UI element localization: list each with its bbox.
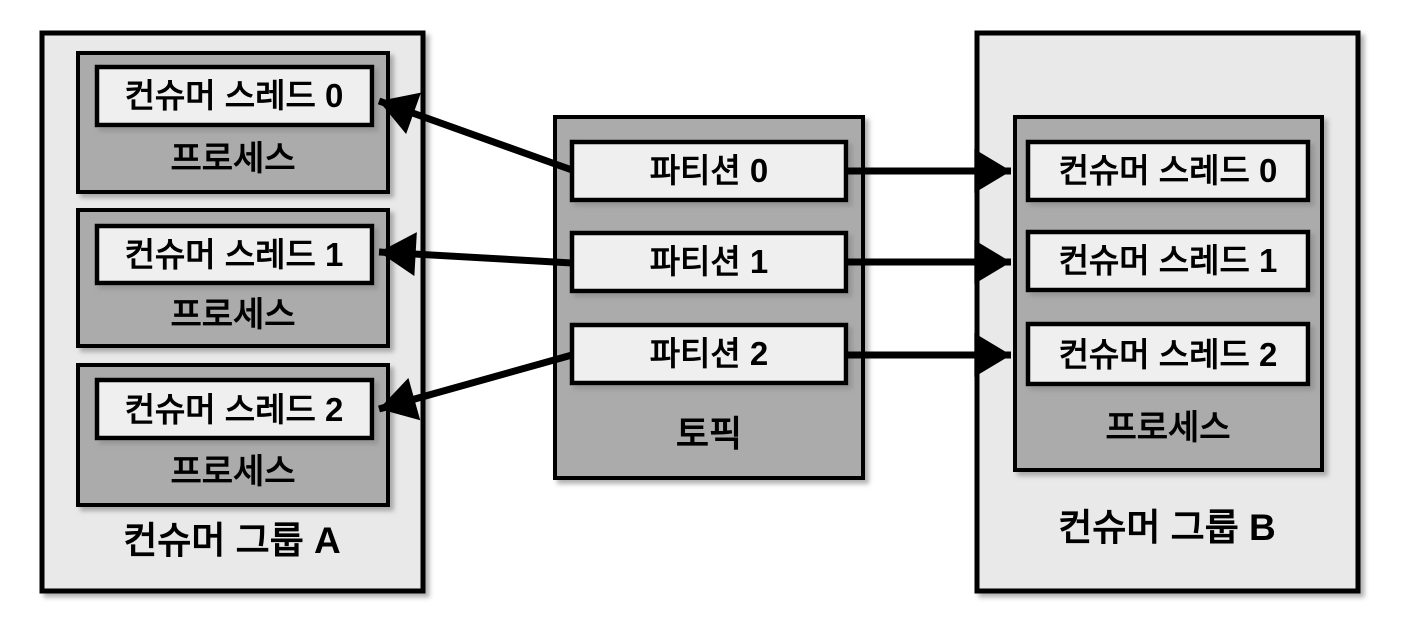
group-a-process-1-label: 프로세스 — [170, 296, 295, 334]
group-a-consumer-thread-1-box — [94, 223, 375, 286]
group-b-consumer-thread-2-box — [1025, 321, 1311, 387]
group-b-process-label: 프로세스 — [1105, 409, 1230, 447]
arrow-partition1-to-groupA-thread1 — [378, 232, 573, 277]
group-b-consumer-thread-1-box — [1025, 229, 1311, 293]
partition-0-label: 파티션 0 — [650, 152, 769, 189]
group-b-consumer-thread-0-label: 컨슈머 스레드 0 — [1059, 152, 1278, 189]
consumer-group-b-label: 컨슈머 그룹 B — [1058, 507, 1275, 548]
partition-2-label: 파티션 2 — [650, 335, 769, 372]
partition-1-label: 파티션 1 — [650, 243, 769, 280]
group-a-consumer-thread-2-box — [94, 377, 375, 441]
group-a-process-2-label: 프로세스 — [170, 453, 295, 491]
partition-0-box — [569, 139, 849, 203]
arrow-partition2-to-groupA-thread2 — [378, 351, 573, 421]
topic-label: 토픽 — [676, 413, 742, 454]
consumer-group-a-label: 컨슈머 그룹 A — [123, 520, 340, 561]
arrow-partition0-to-groupA-thread0 — [377, 92, 574, 174]
group-a-consumer-thread-2-label: 컨슈머 스레드 2 — [125, 391, 344, 428]
group-b-consumer-thread-1-label: 컨슈머 스레드 1 — [1059, 242, 1278, 279]
group-b-consumer-thread-0-box — [1025, 139, 1311, 203]
group-a-process-0-label: 프로세스 — [170, 140, 295, 178]
group-b-consumer-thread-2-label: 컨슈머 스레드 2 — [1059, 336, 1278, 373]
group-a-consumer-thread-1-label: 컨슈머 스레드 1 — [125, 236, 344, 273]
group-a-consumer-thread-0-label: 컨슈머 스레드 0 — [125, 77, 344, 114]
group-a-consumer-thread-0-box — [94, 64, 375, 128]
